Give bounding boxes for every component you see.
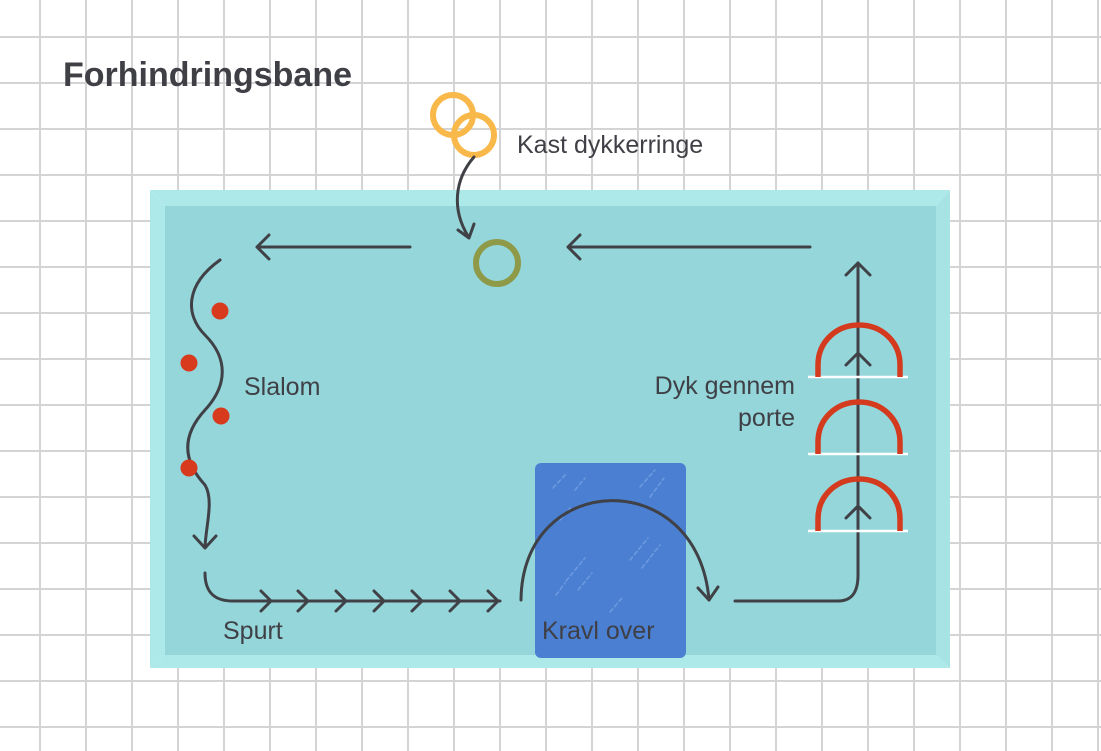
blue-mat bbox=[535, 463, 686, 658]
slalom-buoys bbox=[180, 302, 230, 477]
slalom-arrowhead bbox=[192, 534, 218, 550]
buoy bbox=[211, 302, 229, 320]
arrow-rings-drop bbox=[455, 155, 476, 238]
gates-path-arrow bbox=[733, 261, 860, 603]
sprint-chevrons bbox=[259, 589, 500, 613]
label-rings: Kast dykkerringe bbox=[517, 131, 703, 159]
gates-arrowhead-top bbox=[844, 261, 872, 277]
label-gates-line1: Dyk gennem bbox=[655, 372, 795, 400]
label-slalom: Slalom bbox=[244, 373, 320, 401]
arrowhead-rings-drop bbox=[456, 222, 476, 240]
diagram-title: Forhindringsbane bbox=[63, 56, 352, 94]
label-crawl: Kravl over bbox=[542, 617, 655, 645]
buoy bbox=[180, 459, 198, 477]
ring-target-icon bbox=[473, 239, 521, 287]
sprint-arrow bbox=[203, 571, 502, 603]
crawl-over-arrowhead bbox=[696, 585, 720, 602]
arrow-top-right bbox=[566, 233, 812, 261]
dive-gates bbox=[808, 322, 908, 533]
two-rings-icon bbox=[430, 92, 497, 158]
buoy bbox=[180, 354, 198, 372]
buoy bbox=[212, 407, 230, 425]
crawl-over-arrow bbox=[519, 499, 711, 602]
gate-arrowhead bbox=[844, 504, 872, 520]
arrow-top-left bbox=[255, 233, 412, 261]
slalom-wave-arrow bbox=[186, 258, 224, 549]
gate-arrowhead bbox=[844, 351, 872, 367]
label-gates-line2: porte bbox=[738, 404, 795, 432]
label-sprint: Spurt bbox=[223, 617, 283, 645]
